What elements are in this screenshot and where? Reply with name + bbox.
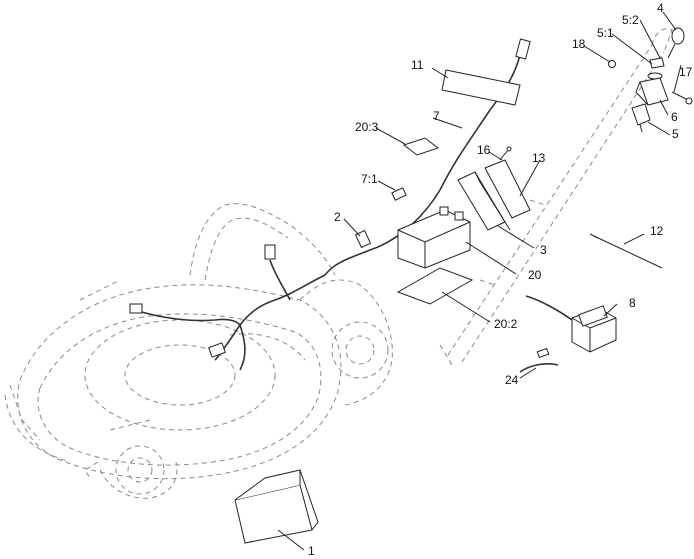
callout-13: 13: [532, 151, 546, 165]
part-5-2-switch-cap: [649, 57, 665, 69]
callout-12: 12: [650, 224, 664, 238]
callout-7: 7: [433, 109, 440, 123]
callout-11: 11: [411, 58, 424, 72]
part-4-key: [667, 27, 685, 59]
part-1-battery-cover: [234, 469, 319, 544]
callout-8: 8: [629, 296, 636, 310]
callout-5: 5: [672, 127, 679, 141]
part-3-bracket: [457, 171, 511, 231]
part-13-cover: [484, 159, 531, 219]
part-7-plug: [515, 38, 531, 60]
callout-3: 3: [540, 243, 547, 257]
part-20-3-pad: [402, 137, 440, 156]
callout-5-1: 5:1: [597, 26, 614, 40]
callout-20-2: 20:2: [494, 317, 518, 331]
callout-1: 1: [308, 544, 315, 558]
part-16-screw: [499, 146, 512, 161]
part-18-nut: [608, 60, 616, 68]
mower-deck: [4, 203, 393, 499]
part-20-battery: [397, 206, 471, 269]
callout-17: 17: [679, 65, 693, 79]
part-11-label: [441, 69, 521, 106]
leader-lines: [277, 11, 682, 551]
part-6-switch-housing: [635, 77, 669, 106]
callout-2: 2: [334, 210, 341, 224]
callout-4: 4: [657, 1, 664, 15]
callout-20-3: 20:3: [355, 120, 379, 134]
callout-18: 18: [572, 37, 586, 51]
part-24-cable: [519, 347, 559, 373]
callout-7-1: 7:1: [361, 172, 378, 186]
part-7-1-terminal: [391, 187, 407, 201]
callout-labels: 1 2 3 4 5 6 7 7:1 8 11 12 13 16 17 18 20…: [308, 1, 693, 558]
part-5-switch: [631, 103, 651, 133]
part-20-2-pad: [396, 267, 474, 305]
part-8-charger: [525, 295, 617, 353]
callout-20: 20: [528, 268, 542, 282]
part-12-rod: [589, 233, 663, 269]
part-17-bolt: [671, 91, 693, 105]
handle: [439, 28, 673, 366]
callout-6: 6: [671, 110, 678, 124]
callout-5-2: 5:2: [622, 13, 639, 27]
callout-24: 24: [505, 373, 519, 387]
callout-16: 16: [477, 143, 491, 157]
